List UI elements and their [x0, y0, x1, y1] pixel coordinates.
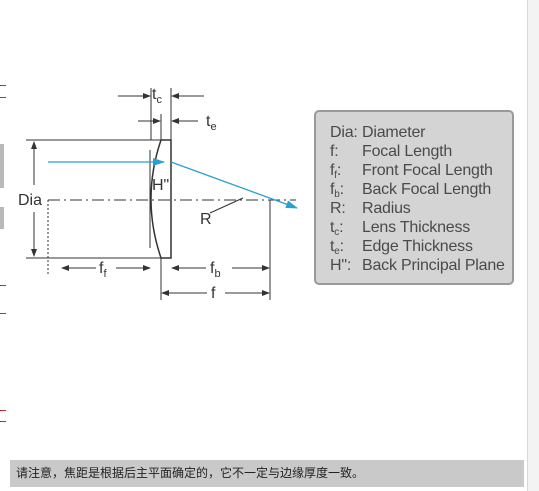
radius-label: R [200, 211, 212, 228]
legend-value: Lens Thickness [362, 219, 471, 236]
legend-key: f: [330, 143, 339, 160]
edge-marker [0, 97, 6, 98]
legend-value: Diameter [362, 124, 426, 141]
legend-item: fb: Back Focal Length [330, 180, 512, 200]
tc-label: tc [152, 86, 162, 106]
legend-item: te: Edge Thickness [330, 237, 512, 257]
legend-key: te: [330, 238, 344, 257]
footnote-bar: 请注意，焦距是根据后主平面确定的，它不一定与边缘厚度一致。 [10, 460, 524, 487]
edge-marker [0, 410, 6, 411]
dia-label: Dia [18, 192, 42, 209]
legend-value: Back Focal Length [362, 181, 492, 198]
legend-item: f: Focal Length [330, 142, 512, 161]
legend-box: Dia: Diameter f: Focal Length ff: Front … [314, 110, 514, 285]
legend-value: Front Focal Length [362, 162, 493, 179]
te-label: te [206, 113, 217, 133]
legend-item: R: Radius [330, 199, 512, 218]
edge-tab [0, 144, 4, 188]
f-label: f [211, 285, 216, 302]
legend-value: Radius [362, 200, 411, 217]
edge-marker [0, 313, 6, 314]
legend-key: ff: [330, 162, 342, 181]
left-edge [0, 0, 5, 491]
edge-marker [0, 421, 6, 422]
refracted-ray [170, 161, 298, 209]
scrollbar-track[interactable] [527, 0, 539, 491]
legend-key: H": [330, 257, 352, 274]
lens-shape [150, 139, 172, 259]
edge-marker [0, 285, 6, 286]
legend-value: Focal Length [362, 143, 453, 160]
legend-key: tc: [330, 219, 344, 238]
legend-value: Edge Thickness [362, 238, 473, 255]
legend-key: fb: [330, 181, 344, 200]
legend-item: H": Back Principal Plane [330, 256, 512, 275]
back-principal-plane-label: H" [152, 177, 169, 194]
fb-label: fb [210, 260, 221, 280]
legend-item: Dia: Diameter [330, 123, 512, 142]
ff-label: ff [99, 260, 107, 280]
legend-item: tc: Lens Thickness [330, 218, 512, 238]
edge-marker [0, 85, 6, 86]
radius-leader [209, 197, 244, 214]
legend-key: Dia: [330, 124, 358, 141]
edge-tab [0, 207, 4, 229]
legend-item: ff: Front Focal Length [330, 161, 512, 181]
legend-value: Back Principal Plane [362, 257, 505, 274]
legend-key: R: [330, 200, 346, 217]
footnote-text: 请注意，焦距是根据后主平面确定的，它不一定与边缘厚度一致。 [16, 466, 365, 480]
